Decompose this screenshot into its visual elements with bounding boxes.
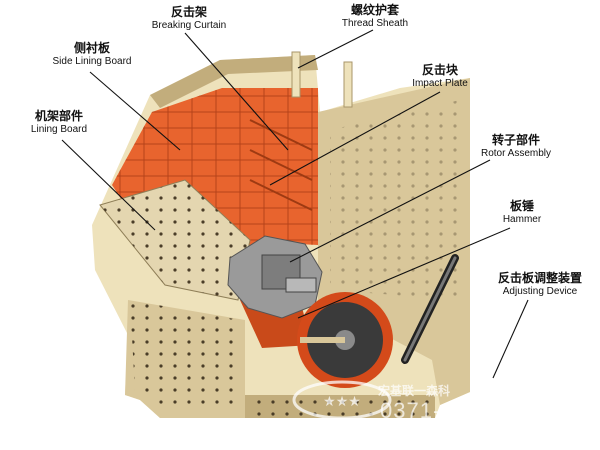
- label-adjusting-device: 反击板调整装置 Adjusting Device: [486, 271, 594, 297]
- impact-plate-bars: [249, 119, 313, 211]
- label-en: Hammer: [502, 213, 542, 225]
- watermark-logo: ★★★: [292, 380, 392, 420]
- label-zh: 板锤: [509, 199, 534, 213]
- label-en: Side Lining Board: [52, 55, 132, 67]
- label-en: Rotor Assembly: [480, 147, 552, 159]
- label-zh: 螺纹护套: [350, 3, 399, 17]
- label-breaking-curtain: 反击架 Breaking Curtain: [148, 5, 230, 31]
- label-impact-plate: 反击块 Impact Plate: [404, 63, 476, 89]
- watermark-company: 宏基联一森科: [378, 384, 451, 398]
- label-lining-board: 机架部件 Lining Board: [18, 109, 100, 135]
- adjusting-device-cylinder: [401, 254, 459, 364]
- label-en: Breaking Curtain: [151, 19, 227, 31]
- label-zh: 转子部件: [491, 133, 540, 147]
- rotor-assembly-shape: [227, 235, 323, 319]
- lining-board-plate: [99, 179, 251, 301]
- watermark-phone: 0371-6777 2727: [380, 398, 555, 423]
- label-zh: 反击块: [421, 63, 458, 77]
- label-en: Thread Sheath: [341, 17, 409, 29]
- label-hammer: 板锤 Hammer: [492, 199, 552, 225]
- label-zh: 侧衬板: [73, 41, 110, 55]
- label-en: Impact Plate: [412, 77, 468, 89]
- label-zh: 反击板调整装置: [497, 271, 582, 285]
- leader-lines: [61, 29, 529, 379]
- svg-text:★★★: ★★★: [323, 394, 361, 410]
- flywheel: [297, 292, 393, 388]
- label-en: Adjusting Device: [502, 285, 578, 297]
- label-side-lining-board: 侧衬板 Side Lining Board: [40, 41, 144, 67]
- label-en: Lining Board: [30, 123, 88, 135]
- label-rotor-assembly: 转子部件 Rotor Assembly: [468, 133, 564, 159]
- label-zh: 反击架: [170, 5, 207, 19]
- thread-sheath-rods: [291, 51, 353, 108]
- label-thread-sheath: 螺纹护套 Thread Sheath: [330, 3, 420, 29]
- label-zh: 机架部件: [34, 109, 83, 123]
